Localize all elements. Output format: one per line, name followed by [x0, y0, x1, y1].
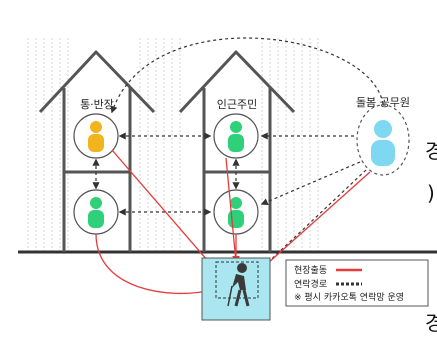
contact-path	[110, 37, 384, 114]
legend-on-site-label: 현장출동	[294, 265, 327, 276]
person-icon	[228, 121, 244, 152]
edge-char-3: 경	[425, 311, 437, 335]
circle-resident-mid-top	[213, 113, 259, 159]
label-building-left: 통·반장	[80, 98, 114, 111]
circle-leader	[73, 113, 119, 159]
person-icon	[88, 121, 104, 152]
elderly-water-box	[201, 257, 271, 321]
edge-char-1: 경	[425, 139, 437, 163]
elderly-person-icon	[227, 263, 250, 307]
circle-official	[356, 104, 410, 176]
contact-path	[260, 161, 361, 206]
label-building-mid: 인근주민	[217, 98, 257, 111]
edge-char-2: )	[427, 181, 435, 205]
on-site-path	[111, 149, 216, 270]
on-site-path	[95, 233, 214, 296]
person-icon	[88, 197, 104, 228]
legend-kakao-note: ※ 평시 카카오톡 연락망 운영	[294, 291, 404, 303]
legend-contact-label: 연락경로	[294, 278, 327, 290]
contact-path	[258, 169, 367, 271]
on-site-path	[256, 171, 371, 274]
person-icon	[371, 120, 395, 166]
elderly-focus-box	[215, 261, 259, 299]
on-site-path	[225, 157, 237, 263]
legend: 현장출동 연락경로 ※ 평시 카카오톡 연락망 운영	[285, 259, 429, 307]
